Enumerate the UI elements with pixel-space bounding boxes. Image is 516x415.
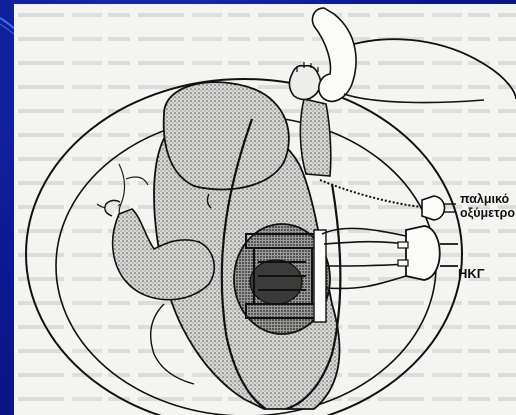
fetus-head bbox=[164, 82, 289, 189]
ecg-label: ΗΚΓ bbox=[458, 267, 485, 280]
pulse-oximeter-label-line1: παλμικό bbox=[460, 193, 509, 206]
pulse-oximeter-label-line2: οξύμετρο bbox=[460, 207, 515, 220]
fetus-hand bbox=[289, 66, 320, 100]
fetal-heart bbox=[250, 260, 302, 304]
diagram-drawing bbox=[14, 4, 516, 415]
fetal-surgery-diagram: παλμικό οξύμετρο ΗΚΓ bbox=[14, 4, 516, 415]
fetus-arm bbox=[300, 99, 330, 176]
